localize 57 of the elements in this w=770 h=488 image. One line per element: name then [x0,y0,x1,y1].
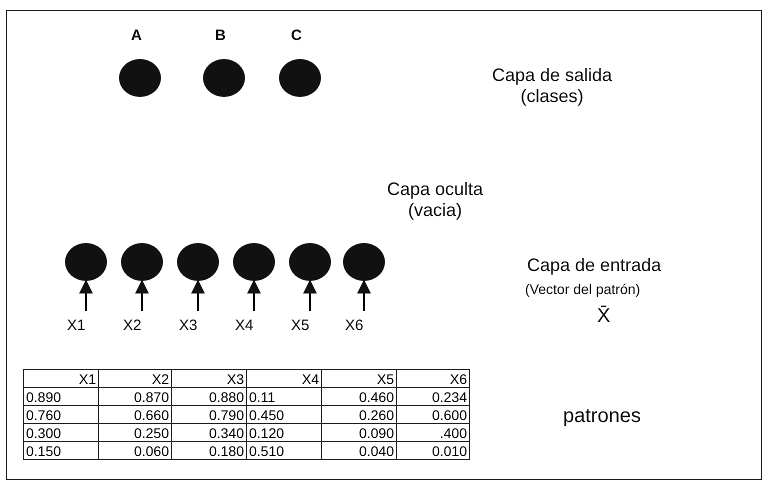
table-cell: 0.11 [246,388,322,406]
table-cell: 0.040 [322,442,396,460]
table-cell: 0.340 [172,424,246,442]
table-cell: X2 [98,370,172,388]
layer-label: Capa oculta (vacia) [386,179,484,221]
input-variable: X2 [123,317,142,334]
input-variable: X4 [235,317,254,334]
table-cell: 0.060 [98,442,172,460]
table-cell: 0.090 [322,424,396,442]
arrow [303,280,317,311]
table-cell: .400 [396,424,470,442]
table-cell: 0.300 [24,424,98,442]
input-neuron [233,243,275,281]
arrow [247,280,261,311]
table-cell: 0.600 [396,406,470,424]
table-cell: X3 [172,370,246,388]
table-cell: 0.510 [246,442,322,460]
layer-subtitle: (Vector del patrón) [525,281,640,297]
input-neuron [177,243,219,281]
class-letter: B [215,27,226,44]
table-cell: X1 [24,370,98,388]
arrow [357,280,371,311]
table-cell: 0.450 [246,406,322,424]
table-cell: 0.260 [322,406,396,424]
table-cell: 0.250 [98,424,172,442]
table-cell: 0.880 [172,388,246,406]
table-cell: 0.760 [24,406,98,424]
table-cell: X4 [246,370,322,388]
table-cell: 0.660 [98,406,172,424]
input-neuron [343,243,385,281]
table-cell: 0.180 [172,442,246,460]
arrow [135,280,149,311]
table-cell: 0.790 [172,406,246,424]
table-cell: 0.120 [246,424,322,442]
class-letter: A [131,27,142,44]
vector-symbol: X̄ [597,305,610,328]
table-cell: X5 [322,370,396,388]
input-neuron [65,243,107,281]
table-cell: 0.870 [98,388,172,406]
arrow [191,280,205,311]
input-variable: X5 [291,317,310,334]
layer-label: Capa de entrada [527,255,662,276]
table-cell: 0.150 [24,442,98,460]
input-neuron [121,243,163,281]
class-letter: C [291,27,302,44]
input-variable: X3 [179,317,198,334]
input-variable: X6 [345,317,364,334]
table-cell: 0.010 [396,442,470,460]
table-caption: patrones [563,405,641,428]
table-cell: 0.234 [396,388,470,406]
layer-label: Capa de salida (clases) [490,65,614,107]
arrow [79,280,93,311]
table-cell: 0.890 [24,388,98,406]
input-neuron [289,243,331,281]
input-variable: X1 [67,317,86,334]
table-cell: X6 [396,370,470,388]
table-cell: 0.460 [322,388,396,406]
